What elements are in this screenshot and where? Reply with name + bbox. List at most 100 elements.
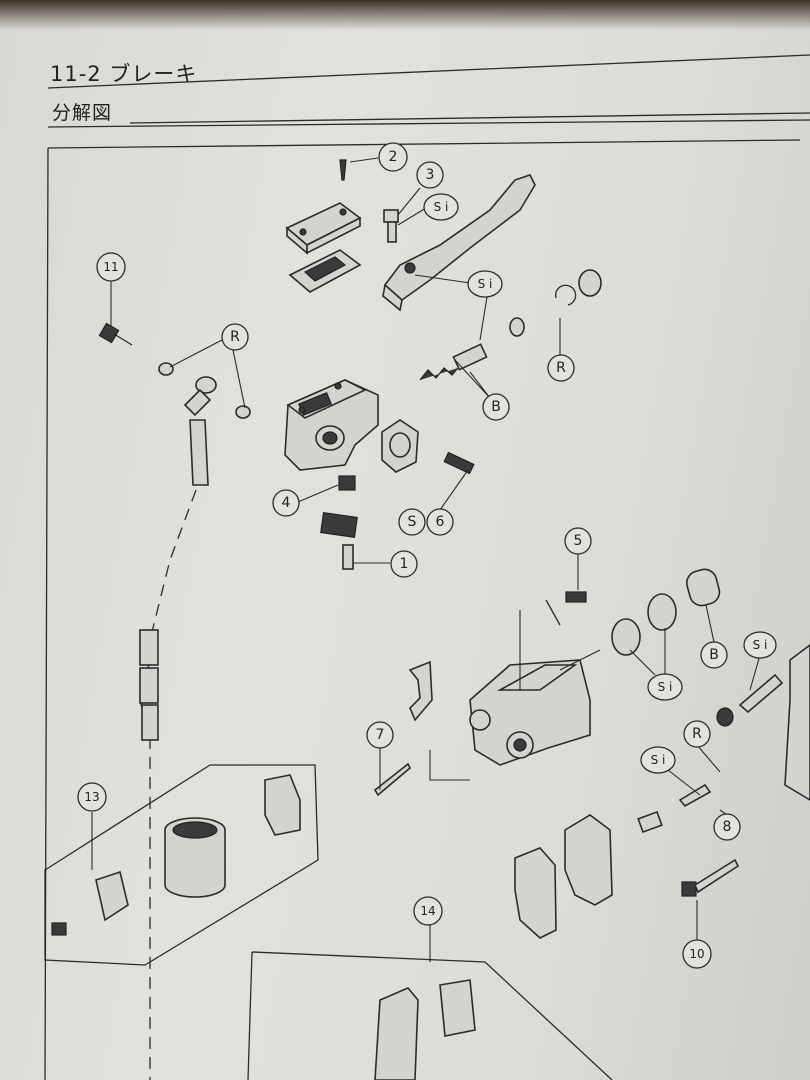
washer-right <box>235 405 251 419</box>
callout-r-2: R <box>547 354 575 382</box>
callout-b-2: B <box>700 641 728 669</box>
callout-r-3: R <box>683 720 711 748</box>
header-rule-bottom-2 <box>129 112 810 124</box>
callout-2: 2 <box>378 142 408 172</box>
clamp-holder <box>381 419 419 473</box>
callout-s-text: S <box>408 514 417 530</box>
callout-5-text: 5 <box>574 533 583 549</box>
callout-r-1-text: R <box>230 329 240 345</box>
callout-3: 3 <box>416 161 444 189</box>
box-14 <box>247 951 613 1080</box>
caliper-body <box>469 659 591 766</box>
banjo-bolt-11 <box>98 322 133 346</box>
piston-b <box>686 568 721 607</box>
pivot-bolt-3 <box>383 209 399 243</box>
callout-3-text: 3 <box>426 167 435 183</box>
brake-lever <box>382 174 536 312</box>
screw-6 <box>443 451 475 475</box>
callout-b-1-text: B <box>491 399 501 415</box>
callout-si-5-text: S i <box>651 753 666 767</box>
callout-11-text: 11 <box>103 260 118 274</box>
callout-2-text: 2 <box>389 149 398 165</box>
page-top-shadow <box>0 0 810 30</box>
leader-6 <box>439 469 469 511</box>
screw-2 <box>339 159 347 181</box>
callout-si-2-text: S i <box>478 277 493 291</box>
callout-4-text: 4 <box>282 495 291 511</box>
leader-2 <box>349 157 379 163</box>
brake-hose-upper <box>183 376 217 486</box>
header-rule-bottom <box>47 119 810 128</box>
callout-7-text: 7 <box>376 727 385 743</box>
callout-r-3-text: R <box>692 726 702 742</box>
callout-13: 13 <box>77 782 107 812</box>
callout-b-1: B <box>482 393 510 421</box>
callout-si-2: S i <box>467 270 503 298</box>
callout-5: 5 <box>564 527 592 555</box>
leader-r3 <box>696 744 721 773</box>
callout-si-3: S i <box>743 631 777 659</box>
brake-hose-lower <box>139 629 159 741</box>
leader-si5 <box>667 769 701 796</box>
callout-si-4-text: S i <box>658 680 673 694</box>
diaphragm <box>288 249 362 293</box>
piston-assembly <box>419 269 602 381</box>
callout-13-text: 13 <box>84 790 99 804</box>
callout-10-text: 10 <box>689 947 704 961</box>
callout-s: S <box>398 508 426 536</box>
callout-si-4: S i <box>647 673 683 701</box>
link-clip <box>545 599 561 626</box>
pin-8 <box>637 783 712 834</box>
callout-si-1-text: S i <box>434 200 449 214</box>
seal-ring <box>611 618 641 656</box>
reservoir-cap <box>285 202 362 255</box>
sub-title: 分解図 <box>52 102 113 124</box>
pin-7 <box>373 762 411 797</box>
leader-b2 <box>705 604 715 643</box>
nut-4 <box>338 475 356 491</box>
callout-14-text: 14 <box>420 904 435 918</box>
leader-4 <box>297 484 339 503</box>
callout-6: 6 <box>426 508 454 536</box>
brake-switch <box>320 512 358 570</box>
leader-si1 <box>397 207 427 226</box>
callout-8-text: 8 <box>723 819 732 835</box>
master-cylinder-body <box>284 379 379 471</box>
callout-4: 4 <box>272 489 300 517</box>
callout-6-text: 6 <box>436 514 445 530</box>
leader-caliper <box>429 610 601 781</box>
callout-1-text: 1 <box>400 556 409 572</box>
hose-line <box>139 489 197 1080</box>
callout-b-2-text: B <box>709 647 719 663</box>
leader-si4 <box>629 628 666 676</box>
callout-si-1: S i <box>423 193 459 221</box>
bolt-10 <box>681 858 740 897</box>
pad-spring <box>408 660 433 722</box>
leader-r1 <box>169 339 246 409</box>
bleeder-5 <box>565 591 587 603</box>
callout-1: 1 <box>390 550 418 578</box>
callout-8: 8 <box>713 813 741 841</box>
callout-r-2-text: R <box>556 360 566 376</box>
reservoir-13 <box>51 774 301 936</box>
lever-guard-14 <box>374 979 476 1080</box>
dust-seal <box>647 593 677 631</box>
caliper-bracket <box>784 644 810 801</box>
leader-si3 <box>749 654 761 691</box>
header-rule-top <box>47 54 810 89</box>
bolt-si <box>716 673 784 727</box>
callout-si-3-text: S i <box>753 638 768 652</box>
leader-b1 <box>454 359 491 399</box>
box-13 <box>44 764 319 966</box>
callout-11: 11 <box>96 252 126 282</box>
leader-3 <box>397 187 421 216</box>
callout-14: 14 <box>413 896 443 926</box>
callout-r-1: R <box>221 323 249 351</box>
washer-left <box>158 362 174 376</box>
callout-10: 10 <box>682 939 712 969</box>
callout-7: 7 <box>366 721 394 749</box>
callout-si-5: S i <box>640 746 676 774</box>
brake-pads <box>514 814 613 939</box>
